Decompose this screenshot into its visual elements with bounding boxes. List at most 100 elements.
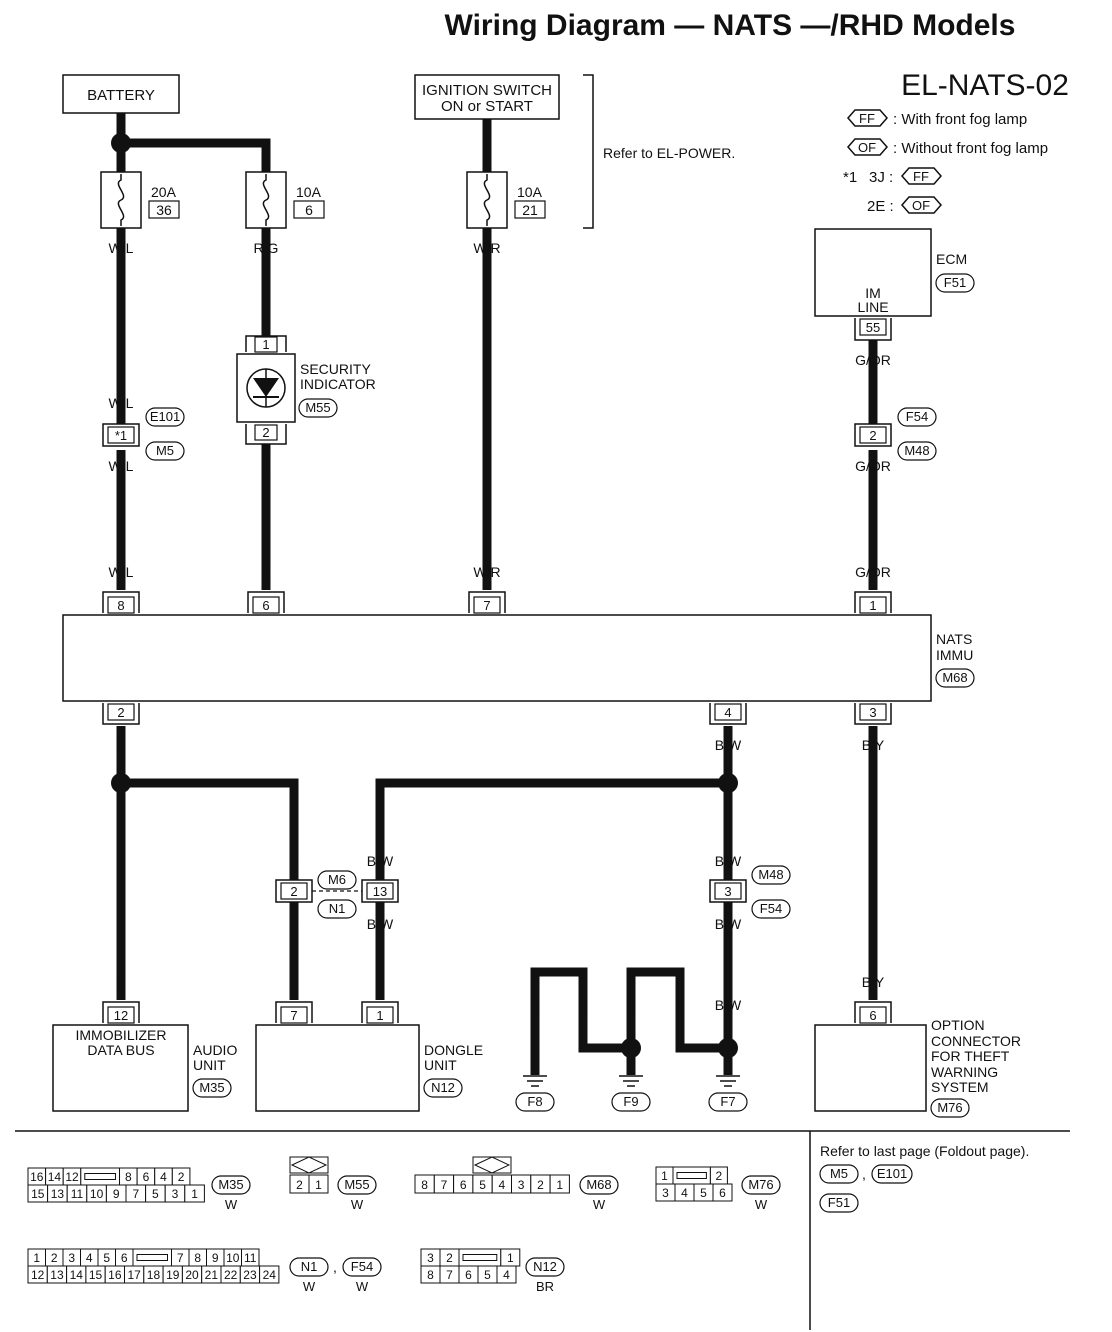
- n12-color: BR: [536, 1279, 554, 1294]
- option-line: WARNING: [931, 1064, 998, 1080]
- wire-label: W/L: [109, 458, 134, 474]
- conn-tag: F51: [944, 275, 966, 290]
- ground-symbol-icon: [619, 1075, 643, 1087]
- m68-color: W: [593, 1197, 606, 1212]
- n12-pin: 4: [503, 1268, 510, 1282]
- ignition-box: [414, 74, 560, 120]
- wire-label: B: [578, 997, 587, 1013]
- m68-cell: [549, 1174, 570, 1194]
- dongle-unit: 7 1 DONGLE UNIT N12: [255, 1001, 483, 1112]
- n1-pin: 5: [103, 1251, 110, 1265]
- mid-connector-m6-n1: P B/W 2 13 M6 N1 P B/W: [275, 853, 399, 932]
- option-connector: B/Y 6 OPTION CONNECTOR FOR THEFT WARNING…: [814, 974, 1021, 1118]
- pin-label: 2: [262, 425, 269, 440]
- wire-label: W/R: [473, 564, 500, 580]
- audio-line2: DATA BUS: [87, 1042, 154, 1058]
- m35-tag-frame: [211, 1175, 251, 1195]
- m76-tag: M76: [748, 1177, 773, 1192]
- n1-pin: 4: [86, 1251, 93, 1265]
- m68-pin: 8: [421, 1178, 428, 1192]
- f54-tag-frame: [342, 1257, 382, 1277]
- footer-refer: Refer to last page (Foldout page).: [820, 1143, 1029, 1159]
- n1-pin: 19: [166, 1268, 180, 1282]
- n12-pin: 6: [465, 1268, 472, 1282]
- n1-pin: 18: [147, 1268, 161, 1282]
- f54-tag: F54: [351, 1259, 373, 1274]
- legend-of-tag: OF: [858, 140, 876, 155]
- n1-pin: 12: [31, 1268, 45, 1282]
- dongle-body: [255, 1024, 420, 1112]
- wire-label: B: [675, 997, 684, 1013]
- wire-label: G/OR: [855, 458, 891, 474]
- m35-pin: 7: [132, 1187, 139, 1201]
- conn-tag: E101: [150, 409, 180, 424]
- m68-pin: 1: [556, 1178, 563, 1192]
- legend-star-of-tag: OF: [912, 198, 930, 213]
- m55-tag: M55: [344, 1177, 369, 1192]
- legend-of-text: : Without front fog lamp: [893, 140, 1048, 157]
- conn-tag: M55: [305, 400, 330, 415]
- nats-line2: IMMU: [936, 647, 973, 663]
- conn-tag: F54: [760, 901, 782, 916]
- m35-pin: 8: [125, 1170, 132, 1184]
- m76-pin: 2: [716, 1169, 723, 1183]
- diagram-code: EL-NATS-02: [901, 69, 1069, 102]
- wire-label: B/W: [715, 997, 742, 1013]
- legend-star-ff-tag: FF: [913, 169, 929, 184]
- n1-pin: 6: [121, 1251, 128, 1265]
- n1-pin: 2: [51, 1251, 58, 1265]
- fuse-amp: 10A: [296, 184, 322, 200]
- right-connector-m48-f54: B/W 3 M48 F54 B/W: [709, 853, 791, 932]
- wire-label: P: [289, 853, 298, 869]
- legend: FF : With front fog lamp OF : Without fr…: [843, 109, 1048, 215]
- pin-label: 55: [866, 320, 880, 335]
- n1-pin: 8: [194, 1251, 201, 1265]
- audio-name2: UNIT: [193, 1057, 226, 1073]
- wire-harness: [116, 113, 878, 1075]
- fuse-36: 20A 36 W/L: [100, 171, 180, 256]
- latch-diamond-icon: [473, 1156, 511, 1174]
- n1-pin: 14: [70, 1268, 84, 1282]
- option-line: SYSTEM: [931, 1079, 989, 1095]
- ecm-line1: IM: [865, 285, 881, 301]
- pin-label: *1: [115, 428, 127, 443]
- junction-dot: [718, 1038, 738, 1058]
- pin-label: 3: [869, 705, 876, 720]
- fuse-num: 21: [522, 202, 538, 218]
- ground-symbol-icon: [523, 1075, 547, 1087]
- m35-pin: 3: [172, 1187, 179, 1201]
- pin-label: 4: [724, 705, 731, 720]
- ecm: IM LINE ECM F51 55 G/OR: [814, 228, 975, 368]
- wire-label: B/W: [715, 737, 742, 753]
- pin-label: 2: [869, 428, 876, 443]
- n12-pin: 5: [484, 1268, 491, 1282]
- n1-comma: ,: [333, 1259, 337, 1275]
- dongle-name1: DONGLE: [424, 1042, 483, 1058]
- wire-label: P: [116, 737, 125, 753]
- latch-diamond-icon: [290, 1156, 328, 1174]
- n1-tag: N1: [301, 1259, 318, 1274]
- wire-label: L: [262, 564, 270, 580]
- star-of-shape: [901, 196, 942, 214]
- m35-pin: 13: [51, 1187, 65, 1201]
- junction-dot: [718, 773, 738, 793]
- audio-unit: P 12 IMMOBILIZER DATA BUS AUDIO UNIT M35: [52, 974, 237, 1112]
- wire-label: B/W: [367, 916, 394, 932]
- n12-pin: 8: [427, 1268, 434, 1282]
- pin-label: 7: [483, 598, 490, 613]
- ecm-line2: LINE: [857, 299, 888, 315]
- conn-tag: N12: [431, 1080, 455, 1095]
- m35-pin: 12: [65, 1170, 79, 1184]
- fuse-element-icon: [483, 174, 491, 226]
- m76-pin: 5: [700, 1186, 707, 1200]
- conn-tag: M48: [758, 867, 783, 882]
- n1-tag-frame: [289, 1257, 329, 1277]
- wire-label: W/L: [109, 395, 134, 411]
- nats-line1: NATS: [936, 631, 972, 647]
- n1-pin: 17: [127, 1268, 141, 1282]
- refer-tag: M5: [830, 1166, 848, 1181]
- pin-label: 1: [376, 1008, 383, 1023]
- m76-cell: [712, 1183, 733, 1202]
- audio-line1: IMMOBILIZER: [75, 1027, 166, 1043]
- n12-tag: N12: [533, 1259, 557, 1274]
